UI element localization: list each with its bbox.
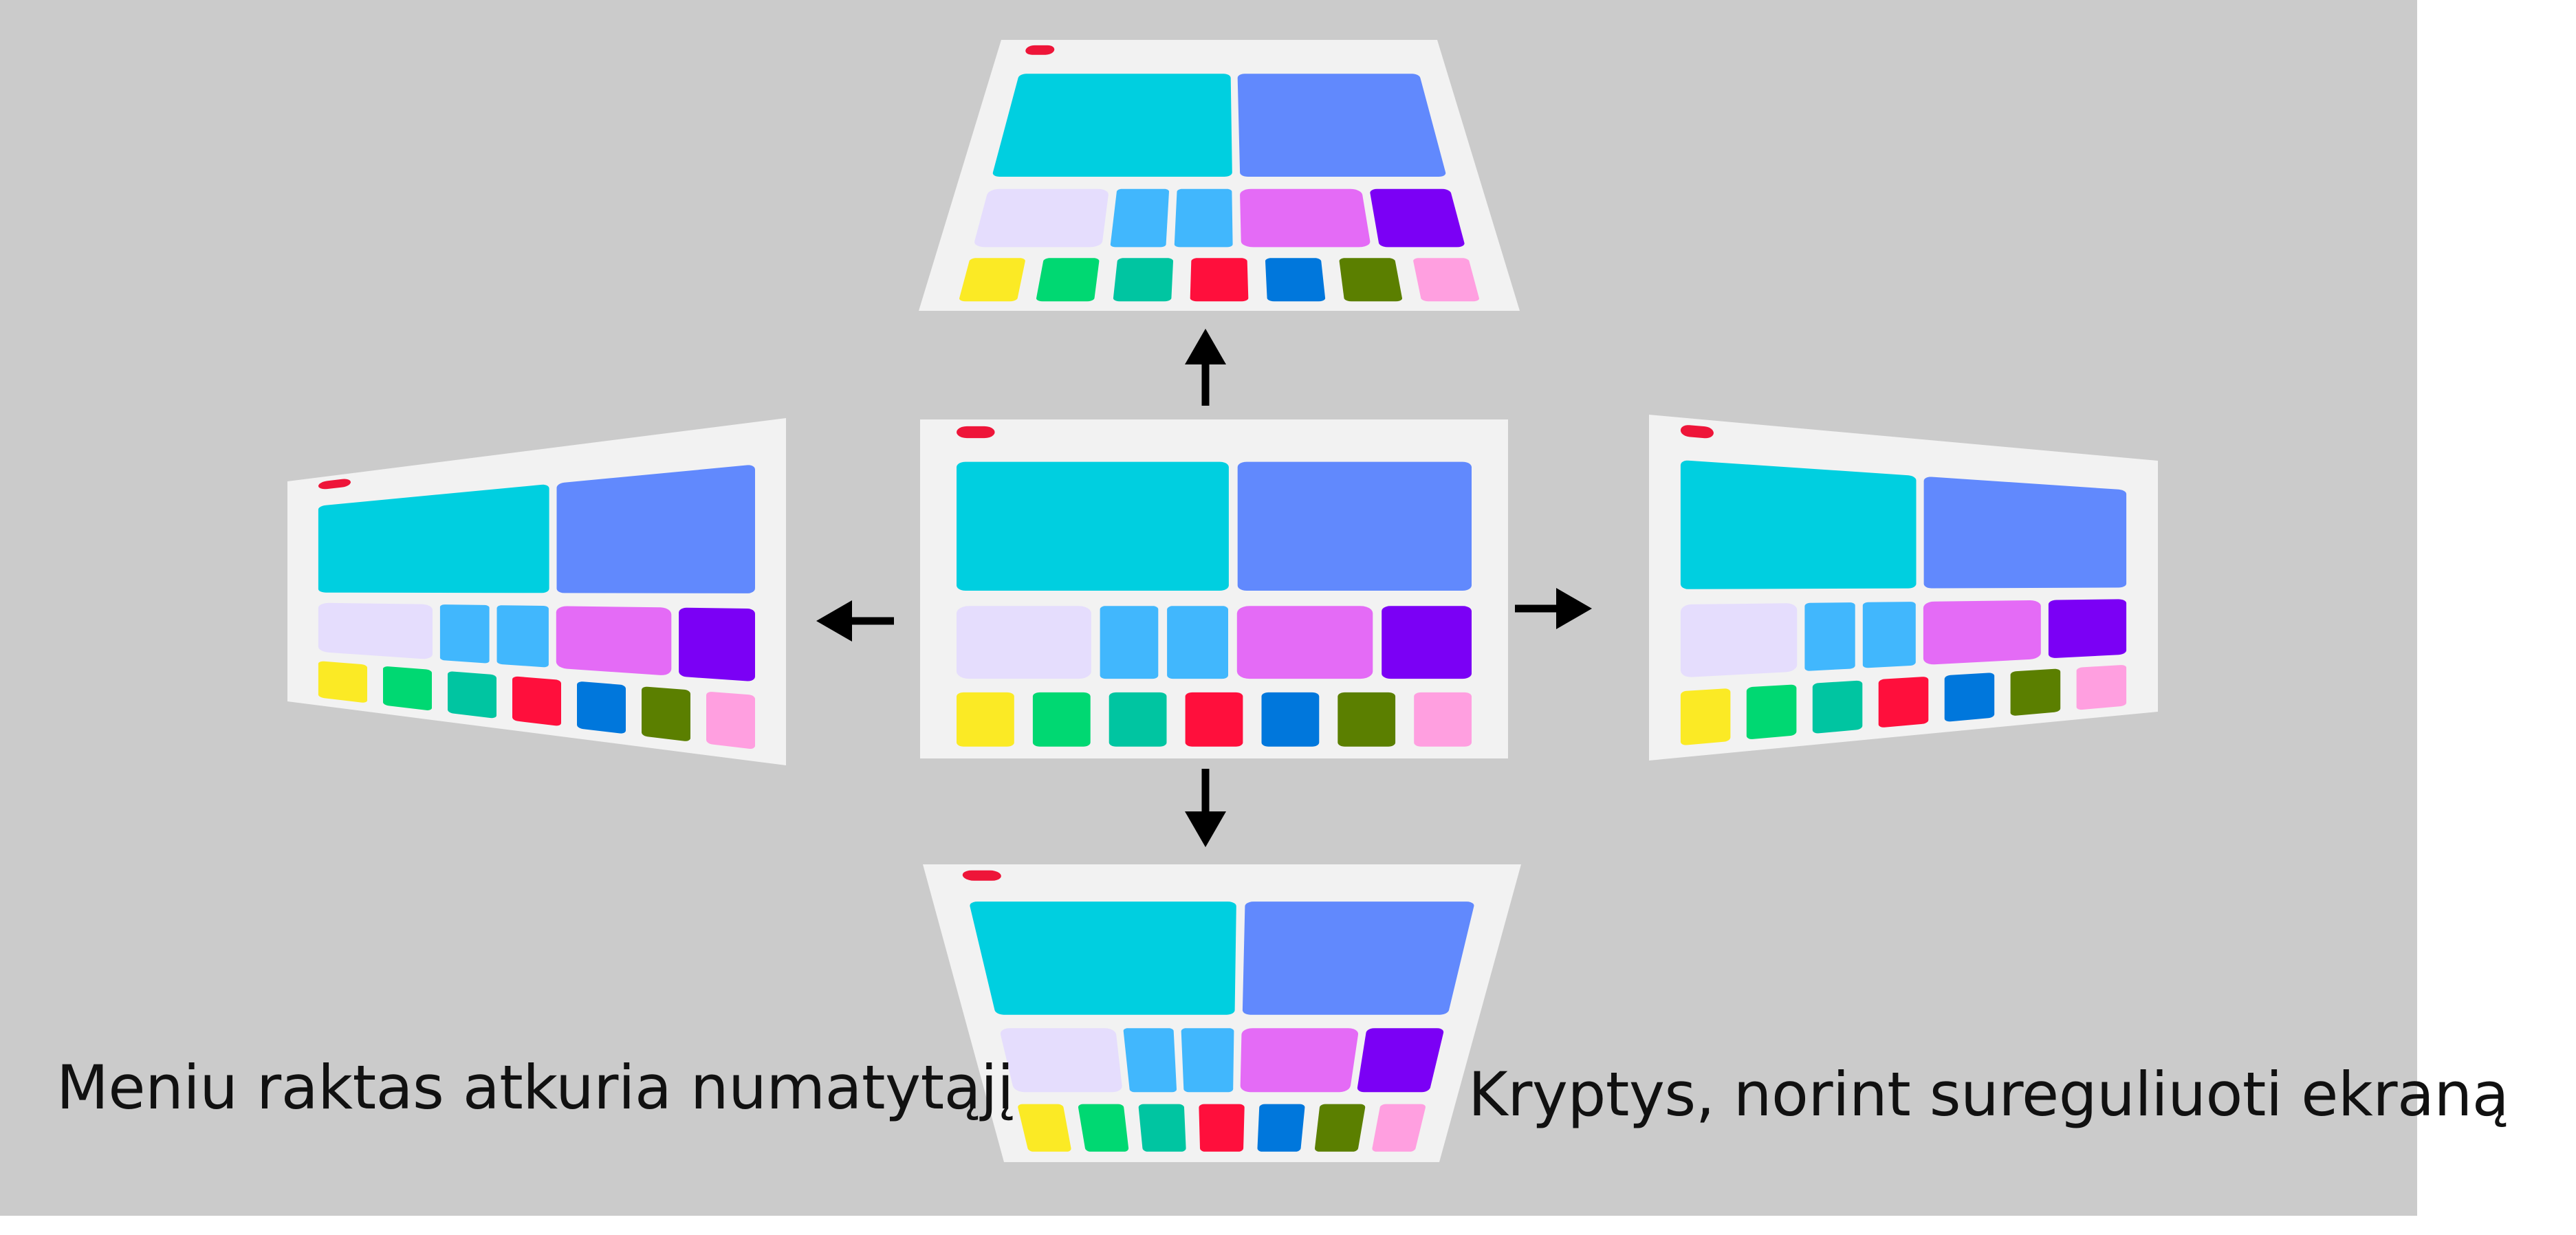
small-tile-1 (957, 692, 1014, 747)
big-tile-2 (556, 465, 755, 593)
mid-tile-5 (2048, 599, 2127, 658)
small-tile-3 (448, 671, 496, 719)
big-tile-1 (992, 74, 1232, 177)
screen-right (1649, 415, 2158, 761)
big-tile-1 (970, 901, 1236, 1015)
small-tile-7 (1414, 692, 1472, 747)
mid-tile-2 (1804, 602, 1855, 671)
small-tile-4 (1199, 1104, 1245, 1152)
small-tile-6 (1339, 258, 1402, 302)
status-bar (318, 479, 351, 490)
mid-tile-1 (957, 606, 1091, 679)
arrow-right (1515, 588, 1592, 629)
arrow-down (1185, 769, 1226, 847)
mid-tile-3 (1167, 606, 1228, 679)
small-tile-2 (1746, 684, 1797, 739)
small-tile-2 (1078, 1104, 1129, 1152)
small-tile-5 (1257, 1104, 1305, 1152)
screen-left (287, 418, 786, 765)
mid-tile-1 (1680, 603, 1798, 677)
small-tile-1 (959, 258, 1025, 302)
arrow-head (1556, 588, 1592, 629)
small-tile-1 (1680, 688, 1731, 745)
small-tile-5 (577, 681, 626, 734)
big-tile-2 (1237, 461, 1472, 591)
mid-tile-1 (1000, 1028, 1122, 1093)
screens-layer (287, 40, 2158, 1162)
arrow-head (816, 600, 852, 642)
mid-tile-5 (679, 607, 755, 681)
small-tile-6 (642, 686, 690, 741)
arrow-up (1185, 329, 1226, 406)
small-tile-7 (706, 692, 755, 749)
arrow-head (1185, 811, 1226, 847)
big-tile-2 (1237, 74, 1446, 177)
mid-tile-2 (439, 604, 490, 664)
big-tile-2 (1242, 901, 1474, 1015)
small-tile-5 (1265, 258, 1326, 302)
screen-center (920, 419, 1508, 758)
small-tile-4 (1878, 677, 1929, 728)
screen-top (919, 40, 1520, 311)
mid-tile-1 (318, 602, 433, 659)
caption-menu-key: Meniu raktas atkuria numatytąjį (56, 1052, 1014, 1123)
mid-tile-3 (1181, 1028, 1234, 1093)
status-bar (1680, 425, 1714, 439)
mid-tile-5 (1357, 1028, 1444, 1093)
mid-tile-1 (974, 188, 1109, 248)
arrow-head (1185, 329, 1226, 364)
mid-tile-2 (1123, 1028, 1177, 1093)
big-tile-1 (1680, 460, 1917, 589)
small-tile-4 (1190, 258, 1249, 302)
mid-tile-2 (1110, 188, 1169, 248)
arrows-layer (816, 329, 1592, 847)
small-tile-7 (1372, 1104, 1426, 1152)
small-tile-7 (2076, 665, 2127, 710)
small-tile-7 (1413, 258, 1479, 302)
mid-tile-3 (496, 605, 549, 668)
mid-tile-3 (1862, 602, 1916, 668)
mid-tile-2 (1100, 606, 1159, 679)
small-tile-5 (1944, 673, 1995, 722)
small-tile-1 (318, 661, 367, 703)
small-tile-2 (383, 666, 432, 710)
status-bar (1025, 45, 1055, 55)
small-tile-2 (1032, 692, 1091, 747)
small-tile-4 (512, 676, 561, 726)
caption-directions: Kryptys, norint sureguliuoti ekraną (1468, 1059, 2509, 1130)
status-bar (962, 870, 1001, 881)
small-tile-1 (1018, 1104, 1071, 1152)
mid-tile-4 (1240, 1028, 1358, 1093)
mid-tile-4 (556, 606, 672, 675)
small-tile-3 (1138, 1104, 1186, 1152)
small-tile-6 (1338, 692, 1396, 747)
small-tile-4 (1185, 692, 1243, 747)
mid-tile-4 (1236, 606, 1373, 679)
mid-tile-5 (1370, 188, 1465, 248)
small-tile-3 (1113, 258, 1173, 302)
small-tile-6 (2010, 668, 2061, 716)
big-tile-1 (957, 461, 1229, 591)
small-tile-3 (1109, 692, 1167, 747)
small-tile-6 (1315, 1104, 1366, 1152)
small-tile-5 (1261, 692, 1320, 747)
mid-tile-5 (1382, 606, 1472, 679)
small-tile-3 (1812, 680, 1863, 734)
small-tile-2 (1036, 258, 1100, 302)
big-tile-1 (318, 484, 549, 593)
status-bar (957, 426, 995, 439)
mid-tile-4 (1240, 188, 1371, 248)
mid-tile-4 (1923, 600, 2041, 665)
arrow-left (816, 600, 894, 642)
mid-tile-3 (1174, 188, 1233, 248)
big-tile-2 (1923, 477, 2127, 589)
screen-bottom (923, 864, 1521, 1162)
